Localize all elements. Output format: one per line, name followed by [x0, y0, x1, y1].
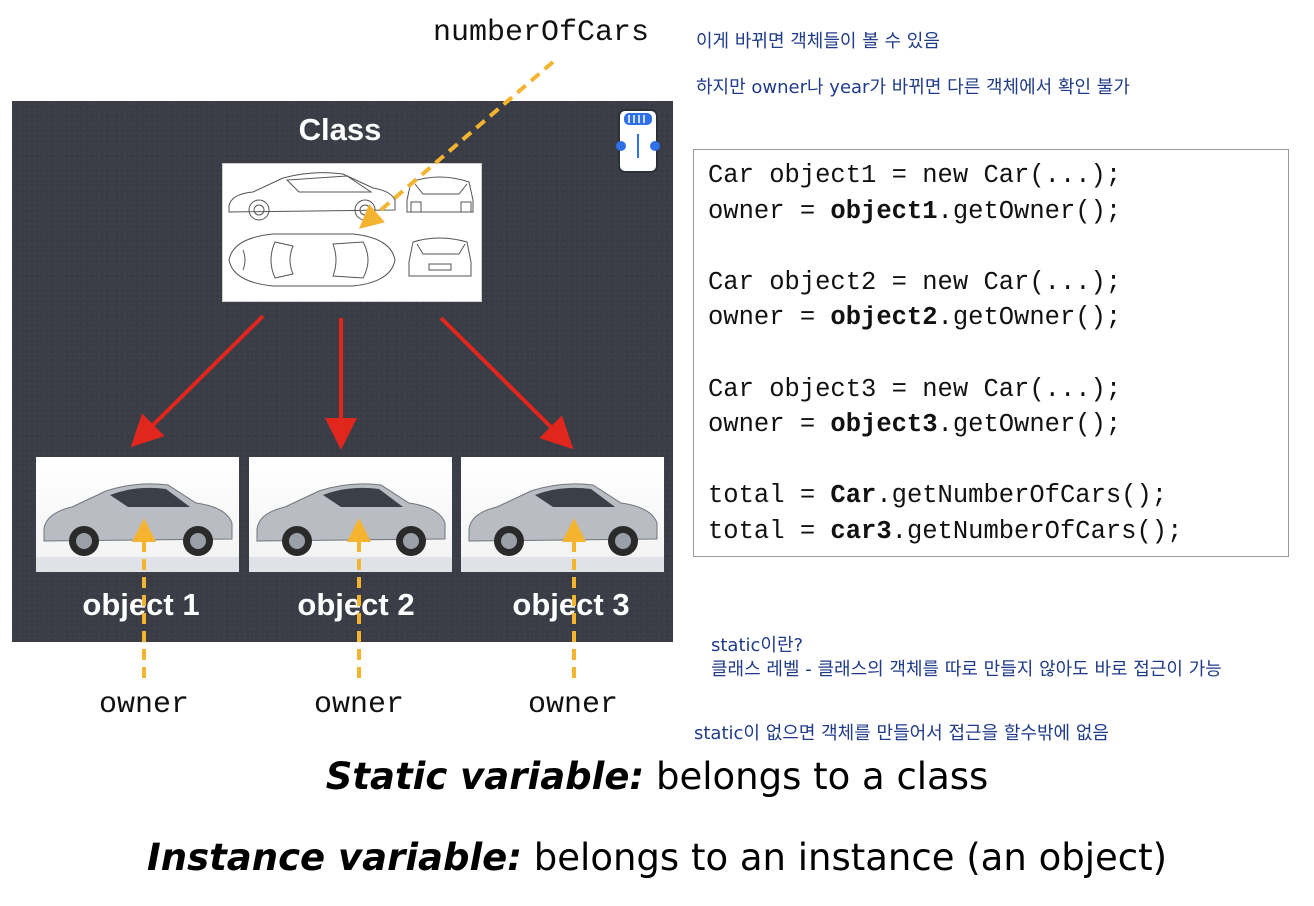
code-line: owner = object3.getOwner();	[708, 410, 1122, 440]
note-without-static: static이 없으면 객체를 만들어서 접근을 할수밖에 없음	[694, 723, 1109, 744]
car-blueprint-image	[222, 163, 482, 302]
note-static-question: static이란?	[711, 635, 804, 656]
code-line: Car object3 = new Car(...);	[708, 374, 1122, 404]
owner-label-2: owner	[313, 688, 404, 722]
static-variable-statement: Static variable: belongs to a class	[325, 755, 989, 798]
note-static-visible: 이게 바뀌면 객체들이 볼 수 있음	[696, 31, 940, 52]
note-static-definition: 클래스 레벨 - 클래스의 객체를 따로 만들지 않아도 바로 접근이 가능	[711, 659, 1222, 680]
code-line: total = Car.getNumberOfCars();	[708, 481, 1168, 511]
object-1-car-image	[36, 457, 239, 572]
code-line: Car object1 = new Car(...);	[708, 161, 1122, 190]
code-line: owner = object2.getOwner();	[708, 303, 1122, 333]
owner-label-1: owner	[98, 688, 189, 722]
slider-widget-icon	[615, 108, 661, 174]
code-line: owner = object1.getOwner();	[708, 196, 1122, 226]
code-line: total = car3.getNumberOfCars();	[708, 516, 1183, 546]
static-variable-label: numberOfCars	[433, 16, 650, 50]
class-label: Class	[298, 112, 382, 147]
code-example-box: Car object1 = new Car(...); owner = obje…	[693, 149, 1289, 557]
instance-variable-statement: Instance variable: belongs to an instanc…	[146, 836, 1168, 879]
note-instance-not-shared: 하지만 owner나 year가 바뀌면 다른 객체에서 확인 불가	[696, 77, 1130, 98]
object-3-label: object 3	[512, 587, 630, 622]
object-2-label: object 2	[297, 587, 415, 622]
object-1-label: object 1	[82, 587, 200, 622]
object-3-car-image	[461, 457, 664, 572]
code-line: Car object2 = new Car(...);	[708, 267, 1122, 297]
object-2-car-image	[249, 457, 452, 572]
owner-label-3: owner	[527, 688, 618, 722]
